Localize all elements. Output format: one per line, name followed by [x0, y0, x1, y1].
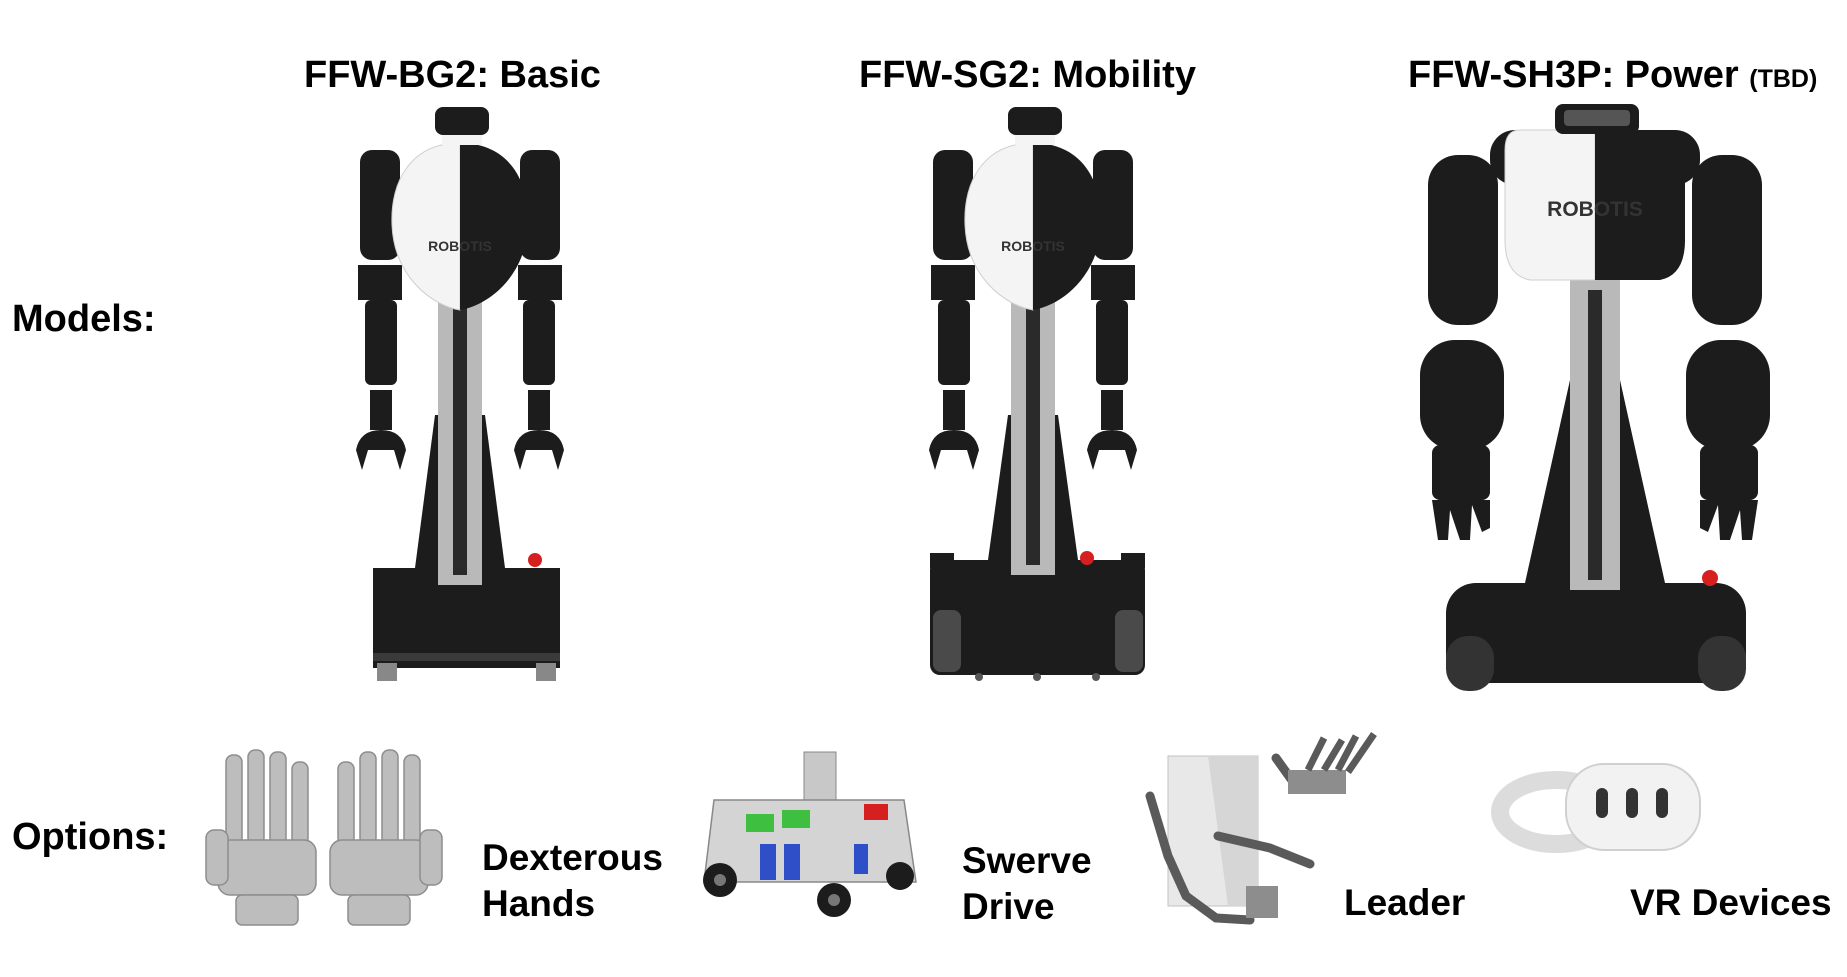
vr-headset-image: [1491, 763, 1701, 853]
swerve-drive-image: [703, 751, 917, 917]
models-section-label: Models:: [12, 298, 156, 340]
option-vr-devices-label: VR Devices: [1630, 882, 1832, 923]
dexterous-hands-image: [205, 749, 443, 926]
model-title-power: FFW-SH3P: Power (TBD): [1408, 54, 1818, 96]
robot-power-image: ROBOTIS: [1420, 104, 1770, 691]
robot-basic-logo: ROBOTIS: [428, 238, 492, 254]
options-section-label: Options:: [12, 816, 169, 858]
robot-mobility-image: ROBOTIS: [929, 107, 1145, 681]
option-dexterous-hands-label: Dexterous Hands: [482, 837, 663, 924]
model-title-power-suffix: (TBD): [1749, 65, 1818, 93]
robot-mobility-logo: ROBOTIS: [1001, 238, 1065, 254]
robot-basic-image: ROBOTIS: [356, 107, 564, 681]
option-swerve-drive-label: Swerve Drive: [962, 840, 1092, 927]
option-leader-label: Leader: [1344, 882, 1466, 923]
model-title-basic: FFW-BG2: Basic: [304, 54, 601, 96]
leader-device-image: [1145, 732, 1377, 925]
model-title-mobility: FFW-SG2: Mobility: [859, 54, 1196, 96]
robot-power-logo: ROBOTIS: [1547, 198, 1643, 221]
